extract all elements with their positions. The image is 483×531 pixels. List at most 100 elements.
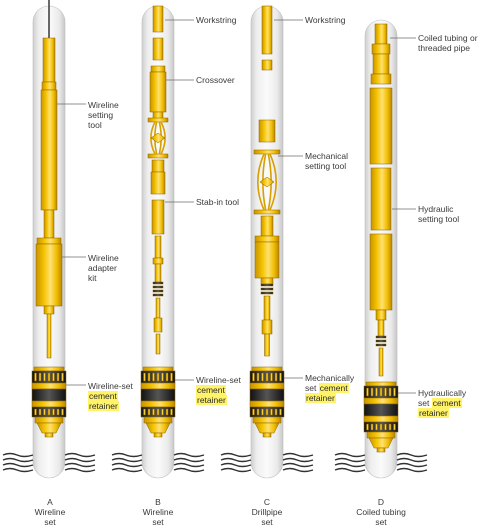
retainer-slip-tooth [265, 372, 269, 382]
seal-ring [152, 293, 164, 297]
retainer-packing-element [31, 388, 67, 402]
tension-rod [46, 313, 52, 359]
retainer-slip-tooth [379, 423, 383, 431]
retainer-slip-tooth [165, 408, 169, 416]
perforation-left [111, 452, 143, 458]
seal-ring [375, 343, 387, 347]
retainer-bottom-sub [366, 431, 396, 439]
perforation-right [282, 462, 314, 468]
retainer-cone [249, 382, 285, 390]
retainer-slip-tooth [375, 423, 378, 431]
workstring-coupling [261, 59, 273, 71]
retainer-slip-tooth [379, 387, 383, 397]
caption-d: D Coiled tubing set [356, 497, 406, 527]
retainer-slip-tooth [43, 408, 46, 416]
label-workstring-b: Workstring [196, 15, 237, 25]
retainer-slip-tooth [375, 387, 378, 397]
connector-body [372, 53, 390, 75]
assembly-a [2, 0, 96, 479]
retainer-slip-tooth [47, 408, 51, 416]
caption-a: A Wireline set [34, 497, 66, 527]
retainer-slip-tooth [38, 372, 42, 382]
retainer-packing-element [140, 388, 176, 402]
retainer-slip-tooth [52, 372, 55, 382]
retainer-slip-tooth [370, 423, 374, 431]
retainer-nose [36, 422, 62, 434]
stinger-extension [264, 333, 270, 357]
perforation-left [220, 467, 252, 473]
label-wireline-set-cement-retainer-b: Wireline-set cement retainer [196, 375, 241, 405]
retainer-slip-tooth [152, 408, 155, 416]
workstring-lower [152, 37, 164, 61]
assembly-d [334, 19, 428, 479]
seal-ring [152, 289, 164, 293]
retainer-slip-tooth [388, 423, 392, 431]
retainer-slip-tooth [252, 372, 255, 382]
hydraulic-tool-lower-cylinder [369, 233, 393, 311]
label-mechanical-setting-tool: Mechanical setting tool [305, 151, 348, 171]
retainer-slip-tooth [61, 408, 64, 416]
perforation-right [64, 457, 96, 463]
retainer-slip-tooth [56, 372, 60, 382]
stinger-extension [378, 347, 384, 377]
retainer-slip-tooth [261, 372, 264, 382]
stinger [377, 319, 385, 337]
retainer-slip-tooth [170, 372, 173, 382]
stinger [263, 295, 271, 321]
seal-ring [375, 339, 387, 343]
retainer-cone [31, 382, 67, 390]
label-wireline-adapter-kit: Wireline adapter kit [88, 253, 119, 283]
retainer-slip-tooth [156, 408, 160, 416]
perforation-right [396, 457, 428, 463]
retainer-slip-tooth [143, 408, 146, 416]
seal-ring [260, 291, 274, 295]
retainer-lower-cone [140, 400, 176, 408]
perforation-left [2, 462, 34, 468]
retainer-lower-cone [31, 400, 67, 408]
retainer-slip-tooth [256, 408, 260, 416]
retainer-slip-tooth [47, 372, 51, 382]
mechanical-tool-shoulder [254, 235, 280, 243]
perforation-right [64, 467, 96, 473]
perforation-left [111, 457, 143, 463]
seal-ring [260, 283, 274, 287]
retainer-slip-tooth [170, 408, 173, 416]
assembly-b [111, 5, 205, 479]
mechanical-tool-mandrel [260, 215, 274, 237]
cage-top-ring [147, 117, 169, 123]
retainer-lower-cone [363, 415, 399, 423]
retainer-slip-tooth [388, 387, 392, 397]
retainer-slip-tooth [261, 408, 264, 416]
cage-center [150, 132, 166, 144]
retainer-packing-element [249, 388, 285, 402]
perforation-left [111, 467, 143, 473]
adapter-kit-top [36, 237, 62, 245]
perforation-right [173, 452, 205, 458]
retainer-slip-tooth [265, 408, 269, 416]
retainer-slip-tooth [161, 408, 164, 416]
retainer-cone [140, 382, 176, 390]
label-workstring-c: Workstring [305, 15, 346, 25]
perforation-right [396, 462, 428, 468]
perforation-left [220, 457, 252, 463]
retainer-slip-tooth [56, 408, 60, 416]
coiled-tubing [374, 23, 388, 45]
retainer-top-cap [251, 366, 283, 372]
retainer-nose-tip [376, 447, 386, 453]
workstring-upper [261, 5, 273, 55]
retainer-slip-tooth [252, 408, 255, 416]
retainer-slip-tooth [143, 372, 146, 382]
perforation-right [282, 452, 314, 458]
retainer-nose-tip [262, 432, 272, 438]
retainer-slip-tooth [156, 372, 160, 382]
workstring-upper [152, 5, 164, 33]
perforation-right [64, 462, 96, 468]
retainer-slip-tooth [147, 372, 151, 382]
perforation-left [2, 467, 34, 473]
stab-in-ring [152, 257, 164, 265]
perforation-right [64, 452, 96, 458]
cage-top-ring [253, 149, 281, 155]
label-stab-in-tool: Stab-in tool [196, 197, 239, 207]
retainer-slip-tooth [274, 408, 278, 416]
